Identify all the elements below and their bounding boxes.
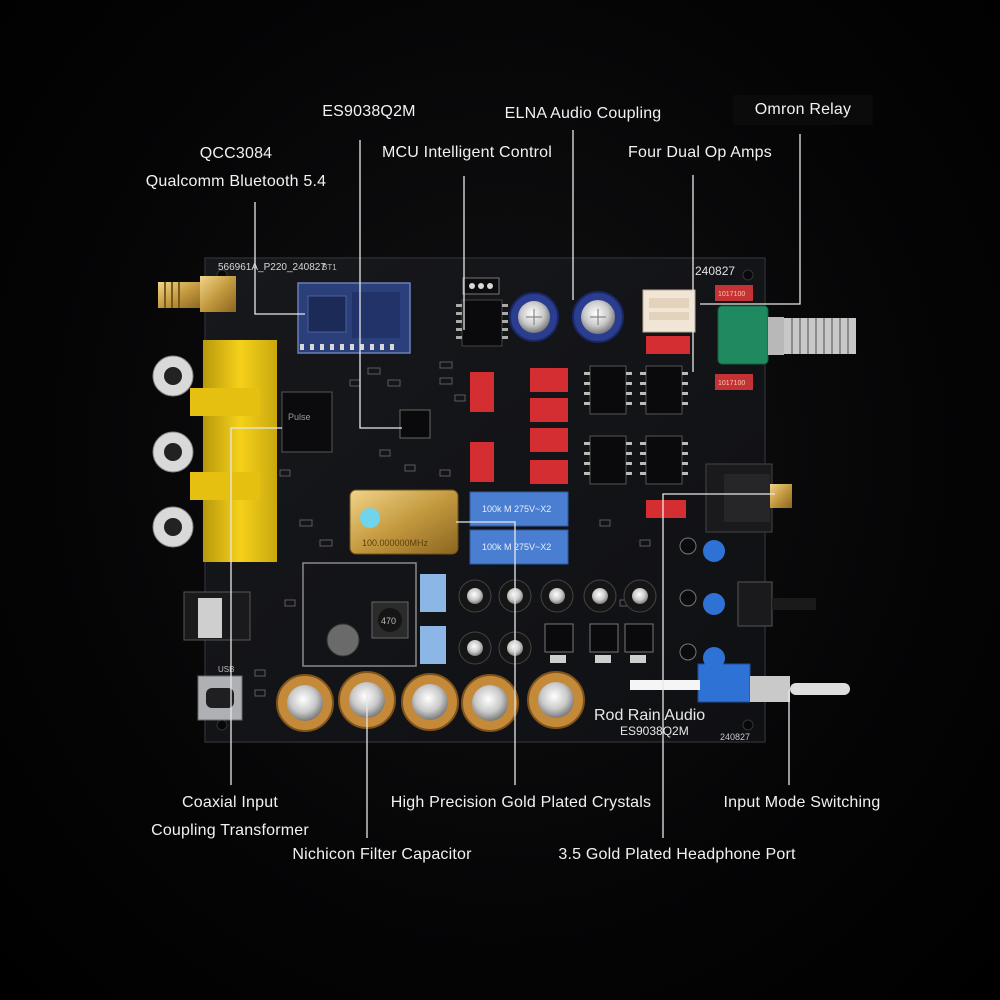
usb-c-port: USB (197, 665, 243, 721)
black-radial-capacitors (458, 579, 657, 665)
label-elna-audio-coupling: ELNA Audio Coupling (504, 105, 662, 122)
svg-text:100k M 275V~X2: 100k M 275V~X2 (482, 504, 551, 514)
svg-text:1017100: 1017100 (718, 380, 745, 387)
volume-potentiometer (717, 305, 856, 365)
es9038q2m-chip (399, 409, 431, 439)
relay-red-resistors: 1017100 1017100 (646, 285, 753, 390)
input-slide-switch (737, 581, 816, 627)
nichicon-filter-capacitors (276, 671, 585, 732)
label-input-mode-switching: Input Mode Switching (723, 794, 881, 811)
blue-leds (703, 540, 725, 669)
sma-antenna-connector (158, 276, 236, 312)
elna-coupling-capacitors (509, 291, 624, 343)
svg-text:BT1: BT1 (322, 263, 337, 272)
blue-film-capacitors: 100k M 275V~X2 100k M 275V~X2 (469, 491, 569, 565)
label-qualcomm-bluetooth: Qualcomm Bluetooth 5.4 (145, 173, 327, 190)
mcu-chip (456, 277, 508, 347)
headphone-jack (705, 463, 792, 533)
svg-text:USB: USB (218, 665, 234, 674)
model-silk: ES9038Q2M (620, 724, 689, 738)
toggle-switch (630, 663, 850, 703)
silk-top-right: 240827 (695, 264, 735, 278)
label-coupling-transformer: Coupling Transformer (151, 822, 309, 839)
label-coaxial-input: Coaxial Input (182, 794, 278, 811)
label-mcu-intelligent-control: MCU Intelligent Control (382, 144, 552, 161)
voltage-regulators (544, 623, 654, 663)
label-gold-plated-crystals: High Precision Gold Plated Crystals (390, 794, 652, 811)
svg-text:100k M 275V~X2: 100k M 275V~X2 (482, 542, 551, 552)
silkscreen-text: 566961A_P220_240827 240827 Rod Rain Audi… (218, 262, 750, 742)
label-es9038q2m: ES9038Q2M (322, 103, 416, 120)
svg-text:470: 470 (381, 616, 396, 626)
rca-jack-block (152, 340, 277, 562)
bt-label: BT1 (322, 263, 337, 272)
power-regulator-section: 470 (302, 562, 446, 667)
label-qcc3084: QCC3084 (199, 145, 273, 162)
optical-input-jack (183, 591, 251, 641)
gold-plated-crystal: 100.000000MHz (349, 489, 459, 555)
svg-text:Pulse: Pulse (288, 412, 311, 422)
svg-text:1017100: 1017100 (718, 291, 745, 298)
svg-text:100.000000MHz: 100.000000MHz (362, 538, 429, 548)
date-silk: 240827 (720, 732, 750, 742)
label-nichicon-filter-capacitor: Nichicon Filter Capacitor (292, 846, 472, 863)
red-film-capacitors (470, 368, 686, 518)
label-omron-relay: Omron Relay (732, 95, 874, 125)
omron-relay (642, 289, 696, 333)
silk-top-left: 566961A_P220_240827 (218, 262, 326, 273)
qcc3084-bluetooth-module (297, 282, 411, 354)
transistors (679, 537, 697, 661)
callout-lines (230, 130, 801, 838)
dual-op-amps (584, 365, 688, 485)
label-four-dual-op-amps: Four Dual Op Amps (628, 144, 772, 161)
coupling-transformer: Pulse (281, 391, 333, 453)
label-headphone-port: 3.5 Gold Plated Headphone Port (558, 846, 796, 863)
brand-silk: Rod Rain Audio (594, 707, 705, 724)
